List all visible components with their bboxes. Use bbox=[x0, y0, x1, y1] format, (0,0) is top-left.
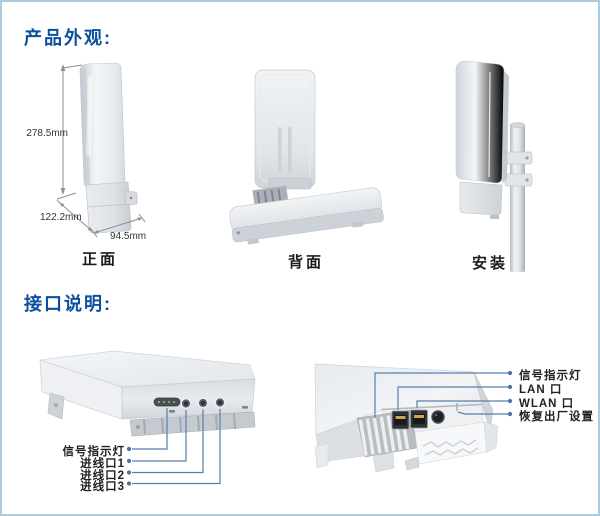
wlan-port bbox=[410, 409, 428, 429]
callout-label-inlet-2: 进线口2 bbox=[80, 469, 125, 482]
round-connector bbox=[431, 410, 445, 424]
mounting-rail bbox=[47, 392, 256, 437]
slide-cover bbox=[314, 421, 499, 473]
section-title-appearance: 产品外观: bbox=[24, 28, 112, 48]
dimension-width: 94.5mm bbox=[110, 231, 147, 242]
dimension-height-line bbox=[56, 64, 83, 200]
section-title-interfaces: 接口说明: bbox=[24, 294, 112, 314]
port-panel-illustration bbox=[314, 363, 513, 473]
callout-label-wlan-port: WLAN 口 bbox=[519, 398, 575, 410]
lan-port bbox=[391, 410, 410, 430]
cable-gland-1 bbox=[180, 398, 192, 409]
front-device-base bbox=[85, 181, 132, 234]
callout-label-signal-led-panel: 信号指示灯 bbox=[519, 370, 582, 382]
install-view-illustration bbox=[455, 60, 533, 272]
bottom-panel-illustration bbox=[39, 350, 256, 486]
callout-label-factory-reset: 恢复出厂设置 bbox=[519, 411, 594, 423]
callout-label-inlet-1: 进线口1 bbox=[80, 458, 125, 470]
back-view-illustration bbox=[229, 69, 384, 245]
view-caption-install: 安装 bbox=[472, 255, 509, 272]
view-caption-front: 正面 bbox=[82, 251, 119, 268]
install-device-base bbox=[459, 181, 503, 216]
callout-lines-ports bbox=[374, 372, 509, 418]
dimension-depth: 122.2mm bbox=[40, 212, 82, 223]
callout-label-inlet-3: 进线口3 bbox=[80, 481, 125, 493]
front-view-illustration bbox=[56, 62, 146, 238]
cable-gland-2 bbox=[197, 397, 209, 409]
dimension-height: 278.5mm bbox=[26, 128, 68, 139]
back-flat-unit bbox=[229, 185, 384, 245]
back-panel bbox=[254, 69, 316, 189]
callout-label-signal-led-bottom: 信号指示灯 bbox=[62, 446, 125, 458]
callout-label-lan-port: LAN 口 bbox=[519, 384, 563, 396]
view-caption-back: 背面 bbox=[288, 254, 325, 271]
callout-lines-bottom bbox=[132, 408, 221, 485]
pole-clamp bbox=[504, 151, 533, 187]
led-strip bbox=[153, 397, 181, 407]
mounting-pole bbox=[510, 125, 525, 272]
cable-gland-3 bbox=[214, 397, 226, 408]
install-device-body bbox=[455, 60, 505, 184]
